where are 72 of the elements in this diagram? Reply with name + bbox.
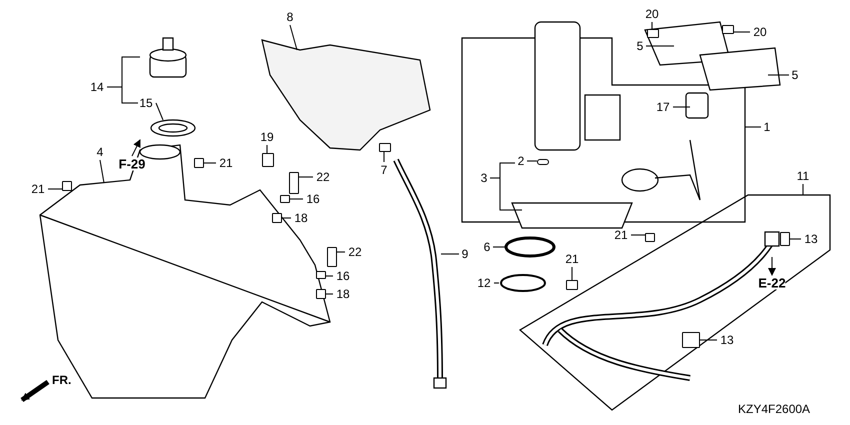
diagram-code: KZY4F2600A (738, 403, 810, 415)
leader-line (48, 188, 62, 190)
callout-number: 12 (477, 277, 491, 289)
callout-number: 6 (484, 241, 490, 253)
fastener-drawing (645, 233, 655, 242)
callout-number: 20 (645, 8, 659, 20)
leader-line (490, 162, 522, 210)
fastener-drawing (379, 143, 391, 152)
fastener-drawing (62, 181, 72, 191)
leader-line (298, 176, 314, 178)
callout-number: 2 (518, 155, 524, 167)
fastener-drawing (647, 29, 659, 38)
fastener-drawing (722, 25, 734, 34)
callout-number: 21 (614, 229, 628, 241)
fastener-drawing (280, 195, 290, 203)
callout-number: 8 (286, 11, 294, 23)
callout-number: 21 (565, 253, 579, 265)
leader-line (630, 234, 646, 236)
callout-number: 21 (31, 183, 45, 195)
front-direction-label: FR. (52, 374, 72, 386)
fastener-drawing (262, 153, 274, 167)
leader-line (106, 56, 140, 104)
callout-number: 22 (316, 171, 330, 183)
callout-number: 13 (804, 233, 818, 245)
fastener-drawing (327, 247, 337, 267)
leader-line (266, 144, 268, 154)
callout-number: 17 (656, 101, 670, 113)
leader-line (290, 198, 304, 200)
callout-number: 5 (636, 40, 644, 52)
reference-label: E-22 (758, 276, 786, 290)
leader-line (790, 238, 802, 240)
leader-line (802, 184, 804, 196)
fastener-drawing (682, 332, 700, 348)
leader-line (204, 162, 216, 164)
fastener-drawing (289, 172, 299, 194)
callout-number: 1 (764, 121, 770, 133)
washer-drawing (537, 159, 549, 165)
callout-number: 3 (480, 172, 488, 184)
leader-line (100, 160, 104, 184)
callout-number: 18 (336, 288, 350, 300)
callout-number: 21 (219, 157, 233, 169)
callout-number: 7 (380, 164, 388, 176)
fastener-drawing (316, 289, 326, 299)
reference-arrow (132, 139, 140, 156)
leader-line (492, 246, 506, 248)
callout-number: 4 (96, 146, 104, 158)
fastener-drawing (316, 271, 326, 279)
callout-number: 19 (260, 131, 274, 143)
reference-label: F-29 (118, 158, 146, 170)
fastener-drawing (780, 232, 790, 246)
fastener-drawing (194, 158, 204, 168)
callout-number: 9 (462, 248, 468, 260)
callout-number: 16 (306, 193, 320, 205)
leader-line (768, 74, 790, 76)
callout-number: 22 (348, 246, 362, 258)
callout-number: 11 (796, 170, 810, 182)
callout-number: 14 (90, 81, 104, 93)
fastener-drawing (272, 213, 282, 223)
reference-arrow (768, 256, 776, 276)
leader-line (526, 160, 538, 162)
leader-line (672, 106, 690, 108)
leader-line (156, 102, 164, 120)
callout-number: 15 (139, 97, 153, 109)
leader-line (494, 282, 500, 284)
fastener-drawing (566, 280, 578, 290)
callout-number: 18 (294, 212, 308, 224)
callout-number: 5 (792, 69, 798, 81)
callout-number: 13 (720, 334, 734, 346)
callout-number: 16 (336, 270, 350, 282)
callout-number: 20 (753, 26, 767, 38)
leader-line (744, 126, 762, 128)
leader-line (290, 24, 298, 50)
